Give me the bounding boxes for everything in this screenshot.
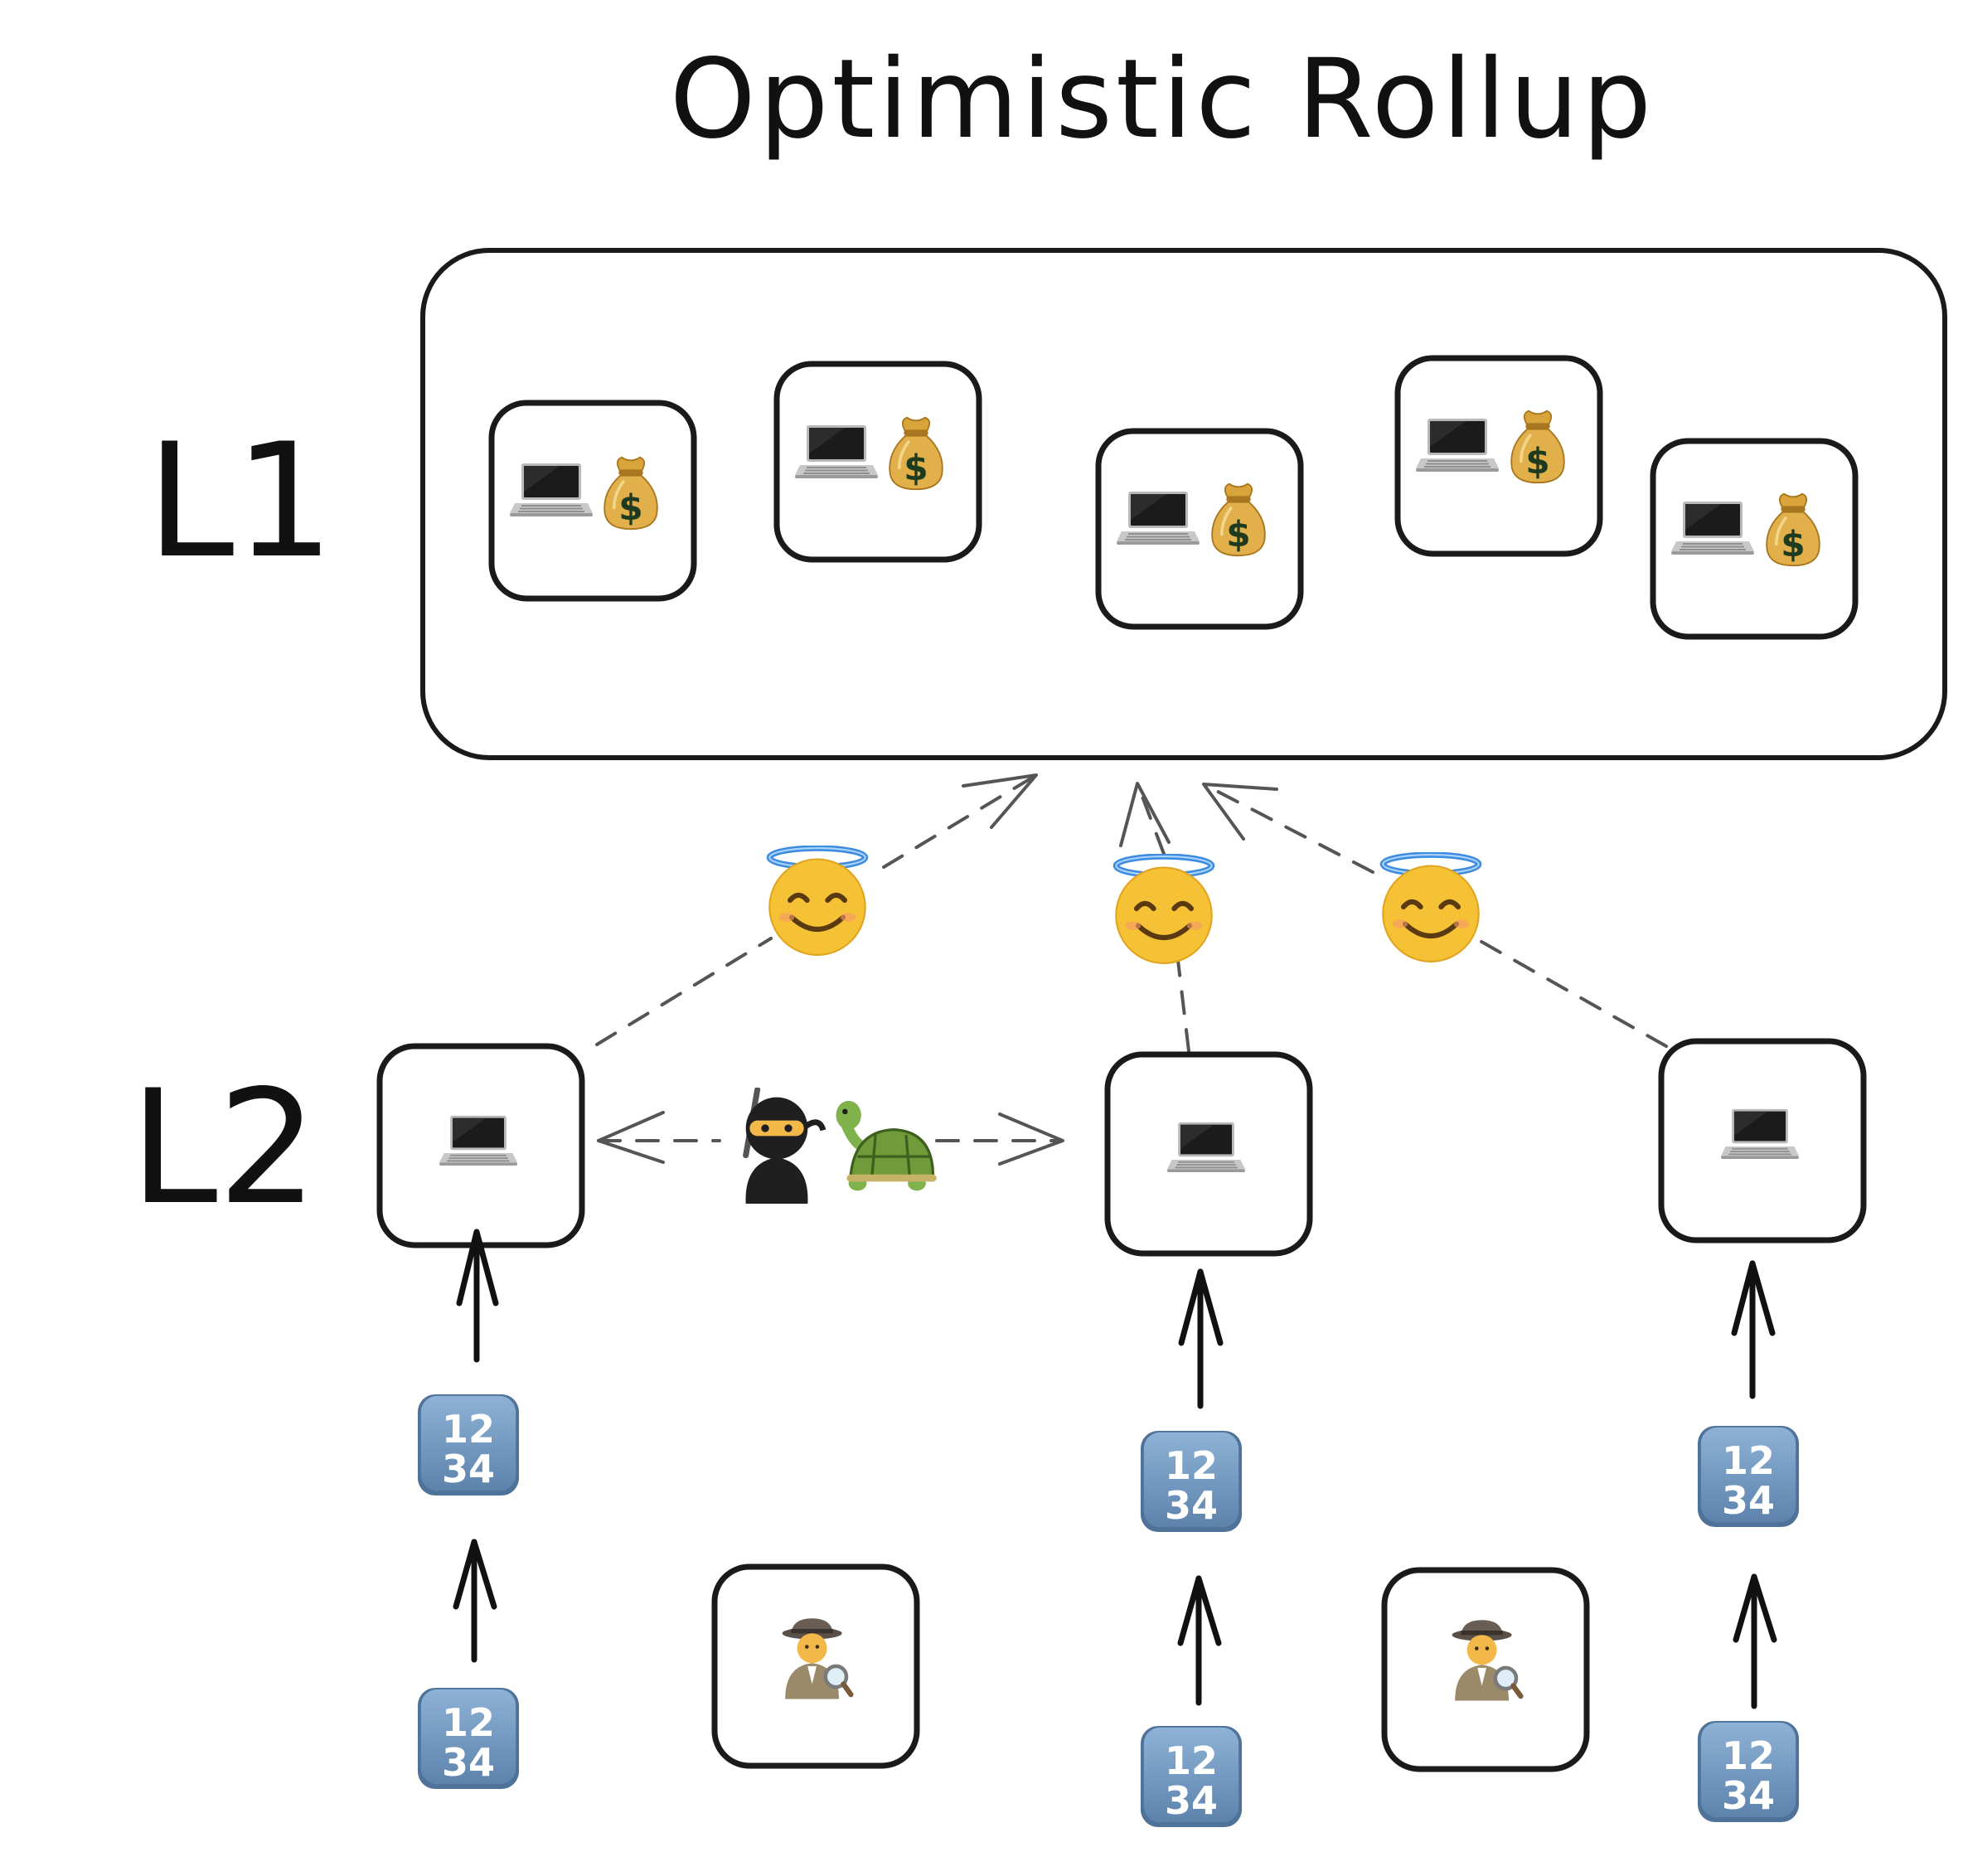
input-numbers-icon: 12 34 xyxy=(417,1394,520,1496)
input-numbers-icon: 12 34 xyxy=(1140,1430,1243,1533)
solid-arrow-up xyxy=(1731,1260,1776,1399)
laptop-icon xyxy=(510,463,593,516)
dashed-double-arrow-l2 xyxy=(597,1111,1064,1166)
svg-text:12: 12 xyxy=(1165,1738,1218,1783)
dashed-arrow-right-to-l1 xyxy=(1202,783,1668,1048)
l1-label: L1 xyxy=(147,410,335,593)
svg-text:12: 12 xyxy=(1165,1443,1218,1488)
laptop-icon xyxy=(439,1115,517,1166)
input-numbers-icon: 12 34 xyxy=(1140,1725,1243,1828)
l1-node xyxy=(773,361,982,563)
ninja-icon xyxy=(746,1089,823,1204)
svg-text:34: 34 xyxy=(1722,1478,1775,1523)
smiling-face-with-halo-icon xyxy=(1383,855,1478,962)
svg-text:34: 34 xyxy=(1722,1773,1775,1818)
svg-text:12: 12 xyxy=(1722,1733,1775,1778)
l2-node-left xyxy=(376,1043,585,1248)
smiling-face-with-halo-icon xyxy=(1116,856,1211,963)
l1-container xyxy=(420,248,1947,760)
dashed-arrow-middle-to-l1 xyxy=(1119,782,1190,1053)
l2-node-middle xyxy=(1104,1051,1313,1257)
svg-text:34: 34 xyxy=(1165,1483,1218,1528)
solid-arrow-up xyxy=(1178,1268,1224,1409)
solid-arrow-up xyxy=(453,1539,497,1663)
turtle-icon xyxy=(836,1101,937,1190)
input-numbers-icon: 12 34 xyxy=(1697,1425,1800,1528)
svg-text:34: 34 xyxy=(442,1740,495,1785)
smiling-face-with-halo-icon xyxy=(769,848,865,955)
laptop-icon xyxy=(1416,419,1499,472)
laptop-icon xyxy=(1167,1122,1245,1173)
diagram-title: Optimistic Rollup xyxy=(670,36,1655,163)
verifier-node xyxy=(1381,1567,1590,1772)
input-numbers-icon: 12 34 xyxy=(417,1687,520,1790)
laptop-icon xyxy=(1117,492,1200,545)
svg-text:12: 12 xyxy=(442,1407,495,1452)
svg-text:12: 12 xyxy=(442,1700,495,1745)
l1-node xyxy=(1394,355,1603,557)
solid-arrow-up xyxy=(1177,1575,1222,1706)
laptop-icon xyxy=(1671,502,1754,555)
verifier-node xyxy=(711,1563,920,1769)
solid-arrow-up xyxy=(456,1229,499,1363)
svg-text:12: 12 xyxy=(1722,1438,1775,1483)
solid-arrow-up xyxy=(1733,1573,1777,1709)
l2-label: L2 xyxy=(130,1056,318,1239)
laptop-icon xyxy=(795,425,878,478)
input-numbers-icon: 12 34 xyxy=(1697,1720,1800,1823)
svg-text:34: 34 xyxy=(442,1447,495,1491)
l1-node xyxy=(1650,438,1859,640)
laptop-icon xyxy=(1721,1108,1799,1160)
l1-node xyxy=(488,400,697,602)
dashed-arrow-left-to-l1 xyxy=(595,773,1038,1046)
svg-text:34: 34 xyxy=(1165,1778,1218,1823)
l2-node-right xyxy=(1658,1038,1867,1243)
l1-node xyxy=(1095,428,1304,630)
